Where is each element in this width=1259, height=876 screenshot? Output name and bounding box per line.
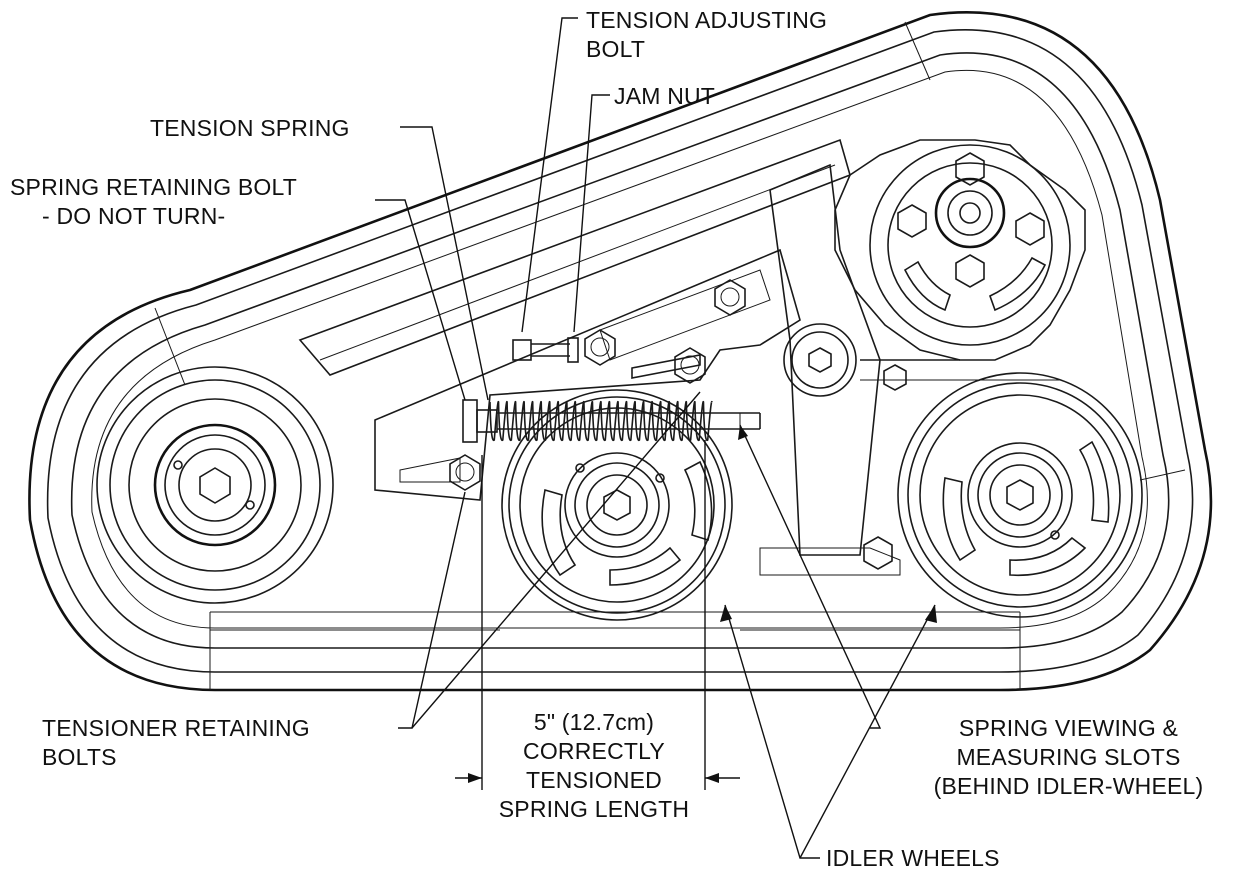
link-bolt [584, 329, 616, 366]
small-pulley [783, 323, 857, 397]
lower-bolt [863, 536, 893, 570]
label-jam-nut: JAM NUT [614, 83, 716, 109]
idler-wheel-middle [501, 389, 733, 621]
slot-bolt [674, 347, 706, 384]
tension-adjusting-bolt [512, 337, 579, 363]
leader-lines [375, 17, 936, 859]
idler-wheel-right [897, 372, 1143, 618]
label-tensioner-retaining-bolts: TENSIONER RETAINING BOLTS [42, 715, 310, 770]
label-spring-retaining-bolt: SPRING RETAINING BOLT - DO NOT TURN- [10, 174, 298, 229]
rear-wheel [96, 366, 334, 604]
label-tension-spring: TENSION SPRING [150, 115, 350, 141]
label-spring-length: 5" (12.7cm) CORRECTLY TENSIONED SPRING L… [498, 709, 690, 822]
tensioner-retaining-bolt-left [449, 454, 481, 491]
tensioner-frame [298, 138, 1060, 576]
bolts [449, 279, 907, 570]
label-tension-adjusting-bolt: TENSION ADJUSTING BOLT [586, 7, 828, 62]
tension-spring-assembly [462, 399, 761, 443]
drive-sprocket [834, 139, 1086, 361]
top-bolt-head [714, 279, 746, 316]
frame-bolt [883, 364, 907, 391]
arrowheads [468, 425, 937, 783]
label-spring-viewing-slots: SPRING VIEWING & MEASURING SLOTS (BEHIND… [933, 715, 1204, 799]
label-idler-wheels: IDLER WHEELS [826, 845, 1000, 871]
track-belt [28, 11, 1213, 692]
